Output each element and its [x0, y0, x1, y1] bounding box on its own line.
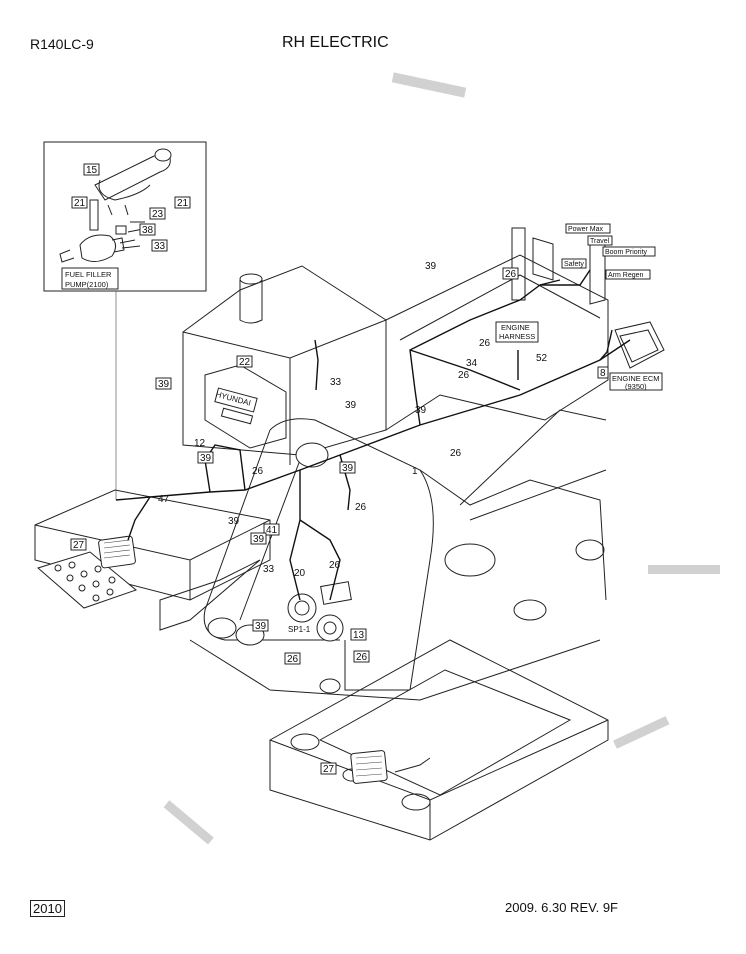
fuel-filler-pump-inset: 15 21 21 23 38 33 FUEL FILLER PUMP(2100): [43, 141, 207, 500]
callout-39-a: 39: [158, 379, 170, 390]
engine-ecm-label-1: ENGINE ECM: [612, 374, 660, 383]
callout-26-h: 26: [458, 370, 470, 381]
callout-33-c: 33: [263, 564, 275, 575]
page-number: 2010: [30, 900, 65, 917]
model-code: R140LC-9: [30, 36, 94, 52]
callout-33-b: 33: [330, 377, 342, 388]
callout-41: 41: [266, 525, 278, 536]
callout-20: 20: [294, 568, 306, 579]
callout-39-e: 39: [342, 463, 354, 474]
callout-39-b: 39: [200, 453, 212, 464]
callout-12: 12: [194, 438, 206, 449]
callout-39-c: 39: [228, 516, 240, 527]
callout-34: 34: [466, 358, 478, 369]
callout-26-b: 26: [355, 502, 367, 513]
callout-1: 1: [412, 466, 418, 477]
wire-harness: [115, 269, 631, 601]
callout-27-left: 27: [73, 540, 85, 551]
callout-26-f: 26: [505, 269, 517, 280]
callout-8: 8: [600, 368, 606, 379]
engine-harness-label-2: HARNESS: [499, 332, 535, 341]
power-max-label: Power Max: [568, 226, 604, 233]
inset-caption-line1: FUEL FILLER: [65, 270, 112, 279]
callout-33-inset: 33: [154, 241, 166, 252]
callout-26-i: 26: [450, 448, 462, 459]
callout-47: 47: [158, 494, 170, 505]
wire-tag: SP1-1: [288, 625, 311, 634]
callout-23: 23: [152, 209, 164, 220]
callout-labels: 39 22 12 39 26 47 39 27 33 39 39 1 26 41…: [70, 223, 663, 775]
callout-39-g: 39: [255, 621, 267, 632]
callout-26-g: 26: [479, 338, 491, 349]
callout-39-i: 39: [415, 405, 427, 416]
callout-26-e: 26: [356, 652, 368, 663]
scan-smudges: [163, 72, 720, 845]
callout-52: 52: [536, 353, 548, 364]
callout-22: 22: [239, 357, 251, 368]
boom-priority-label: Boom Priority: [605, 249, 648, 256]
callout-38: 38: [142, 225, 154, 236]
engine-harness-label-1: ENGINE: [501, 323, 530, 332]
callout-27-right: 27: [323, 764, 335, 775]
arm-regen-label: Arm Regen: [608, 272, 644, 279]
machine-frame: HYUNDAI: [34, 227, 665, 841]
travel-label: Travel: [590, 238, 610, 245]
engine-ecm-label-2: (9350): [625, 382, 647, 391]
callout-26-c: 26: [329, 560, 341, 571]
revision-note: 2009. 6.30 REV. 9F: [505, 900, 618, 915]
page-title: RH ELECTRIC: [282, 34, 389, 51]
inset-caption-line2: PUMP(2100): [65, 280, 109, 289]
safety-label: Safety: [564, 261, 584, 268]
callout-15: 15: [86, 165, 98, 176]
callout-39-f: 39: [253, 534, 265, 545]
callout-13: 13: [353, 630, 365, 641]
callout-39-d: 39: [345, 400, 357, 411]
callout-39-h: 39: [425, 261, 437, 272]
callout-26-d: 26: [287, 654, 299, 665]
callout-26-a: 26: [252, 466, 264, 477]
callout-21-left: 21: [74, 198, 86, 209]
callout-21-right: 21: [177, 198, 189, 209]
